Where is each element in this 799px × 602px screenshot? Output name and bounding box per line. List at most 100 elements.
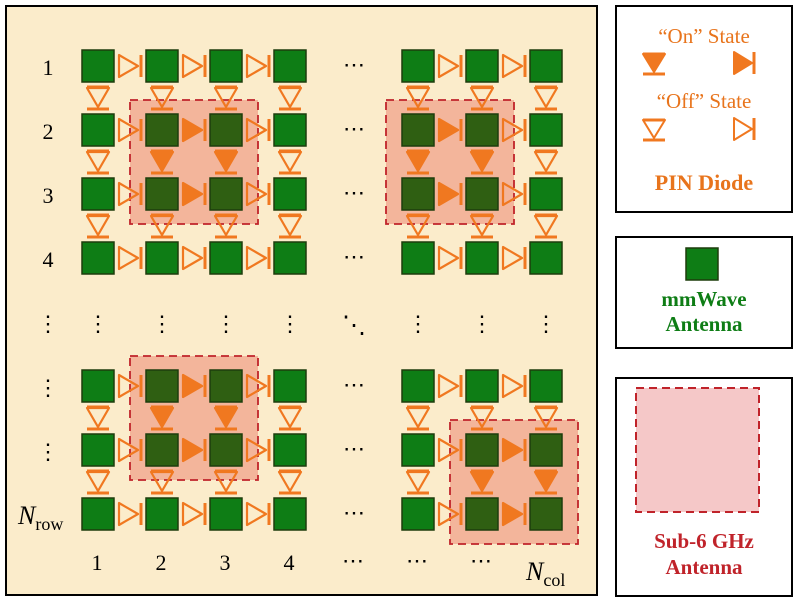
v-diode-c6-r2 xyxy=(469,213,495,239)
h-diode-r7-c1 xyxy=(181,501,207,527)
h-diode-r2-c2 xyxy=(245,181,271,207)
v-diode-c2-r6 xyxy=(213,469,239,495)
legend-sub6-line1: Sub-6 GHz xyxy=(654,529,754,553)
v-diode-c1-r1 xyxy=(149,149,175,175)
mmwave-antenna-r5-c7 xyxy=(529,369,563,403)
mmwave-antenna-r2-c3 xyxy=(273,177,307,211)
col-label-ncol-base: N xyxy=(525,557,545,586)
h-diode-r0-c0 xyxy=(117,53,143,79)
v-diode-c5-r5 xyxy=(405,405,431,431)
col-label-ncol: Ncol xyxy=(525,557,565,590)
v-diode-c1-r0 xyxy=(149,85,175,111)
row-label-2: 2 xyxy=(43,119,54,144)
h-diode-r2-c6 xyxy=(501,181,527,207)
mmwave-antenna-r1-c5 xyxy=(401,113,435,147)
v-diode-c3-r6 xyxy=(277,469,303,495)
h-diode-r5-c2 xyxy=(245,373,271,399)
legend-mmwave-line2: Antenna xyxy=(665,312,743,336)
mmwave-antenna-r2-c5 xyxy=(401,177,435,211)
h-diode-r5-c6 xyxy=(501,373,527,399)
row-label-vdots-2: ⋮ xyxy=(37,375,59,400)
legend-sub6: Sub-6 GHz Antenna xyxy=(615,377,793,597)
h-ellipsis-row-0: ⋯ xyxy=(343,52,365,77)
col-label-3: 3 xyxy=(220,550,231,575)
mmwave-antenna-r6-c6 xyxy=(465,433,499,467)
legend-pin-diode-box xyxy=(615,5,793,213)
legend-pin-diode: “On” State “Off” State PIN Diode xyxy=(615,5,793,213)
diag-ellipsis: ⋱ xyxy=(342,313,366,339)
h-ellipsis-row-3: ⋯ xyxy=(343,244,365,269)
off-diode-down-icon xyxy=(642,118,666,142)
mmwave-antenna-r0-c1 xyxy=(145,49,179,83)
row-label-4: 4 xyxy=(43,247,54,272)
mmwave-antenna-r0-c5 xyxy=(401,49,435,83)
h-diode-r1-c2 xyxy=(245,117,271,143)
legend-mmwave-line1: mmWave xyxy=(661,287,746,311)
legend-off-state-label: “Off” State xyxy=(657,89,752,113)
h-diode-r1-c1 xyxy=(181,117,207,143)
v-diode-c3-r2 xyxy=(277,213,303,239)
mmwave-antenna-r5-c0 xyxy=(81,369,115,403)
mmwave-antenna-r3-c5 xyxy=(401,241,435,275)
mmwave-antenna-r7-c5 xyxy=(401,497,435,531)
v-diode-c0-r1 xyxy=(85,149,111,175)
v-diode-c1-r2 xyxy=(149,213,175,239)
col-label-2: 2 xyxy=(156,550,167,575)
v-diode-c5-r0 xyxy=(405,85,431,111)
h-diode-r7-c6 xyxy=(501,501,527,527)
mmwave-antenna-r6-c2 xyxy=(209,433,243,467)
on-diode-down-icon xyxy=(642,52,666,76)
h-diode-r7-c5 xyxy=(437,501,463,527)
v-diode-c7-r2 xyxy=(533,213,559,239)
mmwave-antenna-r7-c6 xyxy=(465,497,499,531)
mmwave-antenna-layer xyxy=(81,49,563,531)
h-diode-r2-c5 xyxy=(437,181,463,207)
mmwave-antenna-r7-c1 xyxy=(145,497,179,531)
v-diode-c6-r6 xyxy=(469,469,495,495)
h-diode-r0-c2 xyxy=(245,53,271,79)
mmwave-antenna-r5-c5 xyxy=(401,369,435,403)
h-diode-r6-c5 xyxy=(437,437,463,463)
mmwave-antenna-r2-c6 xyxy=(465,177,499,211)
h-diode-r7-c0 xyxy=(117,501,143,527)
mmwave-antenna-r2-c2 xyxy=(209,177,243,211)
col-label-1: 1 xyxy=(92,550,103,575)
v-diode-c2-r5 xyxy=(213,405,239,431)
row-label-vdots-3: ⋮ xyxy=(37,439,59,464)
mmwave-antenna-r0-c7 xyxy=(529,49,563,83)
mmwave-antenna-r3-c7 xyxy=(529,241,563,275)
h-diode-r3-c1 xyxy=(181,245,207,271)
mmwave-antenna-r3-c1 xyxy=(145,241,179,275)
h-diode-r5-c0 xyxy=(117,373,143,399)
mmwave-antenna-r7-c0 xyxy=(81,497,115,531)
row-label-1: 1 xyxy=(43,55,54,80)
row-label-nrow-sub: row xyxy=(35,514,63,534)
h-diode-r3-c5 xyxy=(437,245,463,271)
h-diode-r0-c6 xyxy=(501,53,527,79)
v-diode-c1-r6 xyxy=(149,469,175,495)
v-diode-c2-r0 xyxy=(213,85,239,111)
col-label-ncol-sub: col xyxy=(543,570,565,590)
h-ellipsis-row-5: ⋯ xyxy=(343,372,365,397)
v-ellipsis-col-5: ⋮ xyxy=(407,311,429,336)
h-diode-r6-c0 xyxy=(117,437,143,463)
mmwave-antenna-r3-c2 xyxy=(209,241,243,275)
v-ellipsis-col-3: ⋮ xyxy=(279,311,301,336)
mmwave-antenna-r6-c3 xyxy=(273,433,307,467)
v-ellipsis-col-6: ⋮ xyxy=(471,311,493,336)
v-diode-c2-r2 xyxy=(213,213,239,239)
pin-diode-layer xyxy=(85,53,559,527)
v-diode-c2-r1 xyxy=(213,149,239,175)
v-diode-c7-r1 xyxy=(533,149,559,175)
v-diode-c0-r0 xyxy=(85,85,111,111)
col-label-hdots-3: ⋯ xyxy=(470,548,492,573)
mmwave-antenna-r6-c0 xyxy=(81,433,115,467)
col-labels: 1 2 3 4 ⋯ ⋯ ⋯ Ncol xyxy=(92,548,566,590)
mmwave-antenna-r7-c7 xyxy=(529,497,563,531)
mmwave-antenna-r5-c2 xyxy=(209,369,243,403)
h-ellipsis-row-6: ⋯ xyxy=(343,436,365,461)
mmwave-antenna-r6-c7 xyxy=(529,433,563,467)
legend-pin-diode-title: PIN Diode xyxy=(655,170,754,195)
v-diode-c6-r5 xyxy=(469,405,495,431)
